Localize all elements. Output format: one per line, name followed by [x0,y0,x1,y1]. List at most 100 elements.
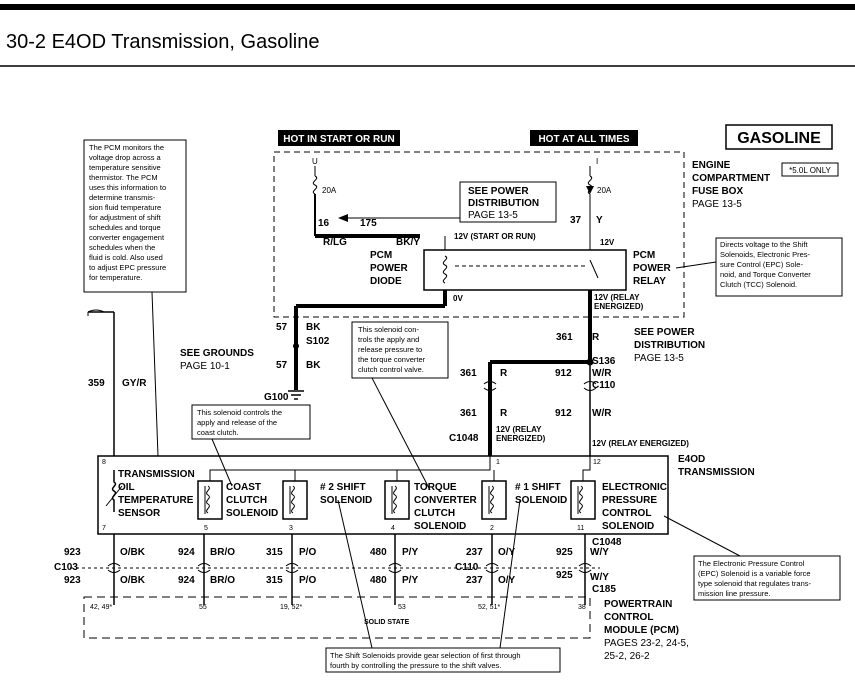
pin-bottom-4: 4 [391,525,395,532]
pin-bottom-5: 5 [204,525,208,532]
relay-note: Directs voltage to the Shift Solenoids, … [720,240,813,289]
splice-s136: S136 [592,356,616,367]
connector-c103-icons [107,563,592,573]
hot-all-label: HOT AT ALL TIMES [538,134,629,145]
wire-57-color-a: BK [306,322,321,333]
relay-energized-c2: ENERGIZED) [496,434,546,443]
svg-text:O/BK: O/BK [120,575,146,586]
pcm-module-box [83,596,591,639]
epc-label: ELECTRONIC PRESSURE CONTROL SOLENOID [602,482,670,532]
see-power-dist-1: SEE POWER DISTRIBUTION PAGE 13-5 [468,186,542,221]
splice-s102-dot [293,343,299,349]
internal-feed-epc [582,456,591,481]
svg-text:237: 237 [466,575,483,586]
wire-175-label: 175 [360,218,377,229]
see-grounds: SEE GROUNDS PAGE 10-1 [180,348,257,372]
tcc-note: This solenoid con- trols the apply and r… [358,325,427,374]
engine-note: *5.0L ONLY [789,166,831,175]
wire-361-label-a: 361 [556,332,573,343]
fuse-i-label: I [596,157,598,166]
wire-361-color-a: R [592,332,600,343]
shift-note-box [325,647,561,673]
internal-feed-shift [209,456,495,481]
splice-s102: S102 [306,336,330,347]
connector-c110-a-icon [483,381,597,391]
pin-top-8: 8 [102,459,106,466]
see-power-dist-2: SEE POWER DISTRIBUTION PAGE 13-5 [634,327,708,364]
wire-359-color: GY/R [122,378,147,389]
see-power-dist-box-1 [459,181,557,223]
gasoline-badge: GASOLINE [737,130,821,147]
solenoid-coast-icon [197,480,223,520]
svg-text:O/BK: O/BK [120,547,146,558]
coast-note-box [191,404,311,440]
connector-c103: C103 [54,562,78,573]
svg-text:315: 315 [266,547,283,558]
wire-361-color-c: R [500,408,508,419]
e4od-label: E4OD TRANSMISSION [678,454,755,478]
svg-text:52, 51*: 52, 51* [478,604,500,611]
fuse-box-boundary [273,151,685,318]
hot-start-label-box [278,130,400,146]
wire-912-label-b: 912 [555,408,572,419]
coast-note: This solenoid controls the apply and rel… [197,408,284,437]
wire-361-label-b: 361 [460,368,477,379]
relay-energized-c: 12V (RELAY [496,425,542,434]
epc-note: The Electronic Pressure Control (EPC) So… [698,559,813,598]
relay-energized-a: 12V (RELAY [594,293,640,302]
fuse-i-icon [587,175,593,195]
arrow-pd1-icon [338,214,348,222]
start-run-12v: 12V (START OR RUN) [454,232,536,241]
shift-note-leader-1 [337,499,373,649]
svg-text:923: 923 [64,575,81,586]
wire-57-color-b: BK [306,360,321,371]
pcm-module-label: POWERTRAIN CONTROL MODULE (PCM) PAGES 23… [604,599,692,662]
tcc-note-leader [371,377,431,491]
wire-57-label-a: 57 [276,322,288,333]
epc-note-leader [663,515,741,557]
connector-c1048-a: C1048 [449,433,479,444]
svg-text:925: 925 [556,570,573,581]
wire-361-color-b: R [500,368,508,379]
svg-text:19, 52*: 19, 52* [280,604,302,611]
pcm-power-relay: PCM POWER RELAY [633,250,674,287]
wire-361-label-c: 361 [460,408,477,419]
fuse-u-label: U [312,157,318,166]
svg-text:480: 480 [370,575,387,586]
svg-text:P/O: P/O [299,575,316,586]
relay-note-leader [675,261,717,269]
temp-sensor-icon [105,470,123,512]
pin-bottom-7: 7 [102,525,106,532]
relay-switch-icon [589,259,599,279]
coast-note-leader [211,438,233,487]
pcm-monitor-leader [151,291,159,457]
transmission-box [97,455,669,535]
svg-text:P/Y: P/Y [402,547,418,558]
wire-912-color-a: W/R [592,368,612,379]
pin-bottom-3: 3 [289,525,293,532]
hot-all-label-box [530,130,638,146]
temp-sensor-label: TRANSMISSION OIL TEMPERATURE SENSOR [118,469,197,519]
pcm-pins: 42, 49* 55 19, 52* 53 52, 51* 38 [90,604,586,611]
wire-359-label: 359 [88,378,105,389]
wire-175-color: BK/Y [396,237,420,248]
relay-note-box [715,237,843,297]
svg-text:38: 38 [578,604,586,611]
engine-note-box [781,162,839,177]
svg-text:P/Y: P/Y [402,575,418,586]
svg-text:924: 924 [178,575,195,586]
shift-note-leader-2 [499,499,521,649]
svg-text:55: 55 [199,604,207,611]
gasoline-badge-box [725,124,833,150]
svg-text:O/Y: O/Y [498,575,516,586]
svg-text:BR/O: BR/O [210,575,235,586]
shift2-label: # 2 SHIFT SOLENOID [320,482,372,506]
connector-c185: C185 [592,584,616,595]
svg-text:O/Y: O/Y [498,547,516,558]
svg-text:P/O: P/O [299,547,316,558]
epc-note-box [693,555,841,601]
pcm-monitor-note: The PCM monitors the voltage drop across… [89,143,168,282]
fuse-i-rating: 20A [597,186,612,195]
tcc-label: TORQUE CONVERTER CLUTCH SOLENOID [414,482,480,532]
coast-clutch-label: COAST CLUTCH SOLENOID [226,482,278,519]
